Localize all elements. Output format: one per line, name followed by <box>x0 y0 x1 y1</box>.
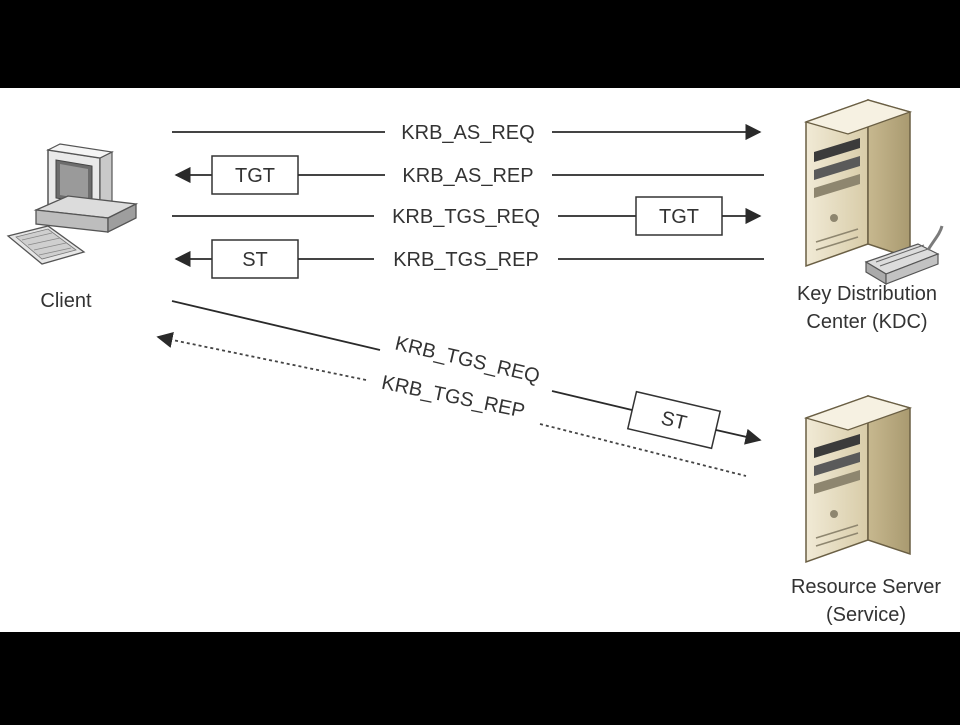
message-tgs-rep-kdc: ST KRB_TGS_REP <box>174 239 764 279</box>
diagram-background <box>0 88 960 632</box>
message-as-rep: TGT KRB_AS_REP <box>174 155 764 195</box>
desktop-computer-icon <box>6 143 139 265</box>
kdc-label-line2: Center (KDC) <box>806 311 927 333</box>
resource-label-line1: Resource Server <box>791 576 941 598</box>
message-tgs-req-kdc: KRB_TGS_REQ TGT <box>172 196 762 236</box>
token-box <box>211 239 299 279</box>
message-label: KRB_AS_REQ <box>401 122 534 144</box>
message-label: KRB_TGS_REP <box>393 249 539 271</box>
token-label: TGT <box>235 165 275 187</box>
message-label: KRB_TGS_REQ <box>392 206 540 228</box>
kdc-label-line1: Key Distribution <box>797 283 937 305</box>
token-box <box>211 155 299 195</box>
tower-server-icon <box>803 394 913 564</box>
token-box <box>626 390 722 450</box>
token-label: TGT <box>659 206 699 228</box>
tower-server-icon <box>803 98 944 286</box>
message-as-req: KRB_AS_REQ <box>172 122 762 144</box>
token-label: ST <box>242 249 268 271</box>
client-label: Client <box>40 290 92 312</box>
resource-label-line2: (Service) <box>826 604 906 626</box>
message-label: KRB_AS_REP <box>402 165 533 187</box>
token-box <box>635 196 723 236</box>
